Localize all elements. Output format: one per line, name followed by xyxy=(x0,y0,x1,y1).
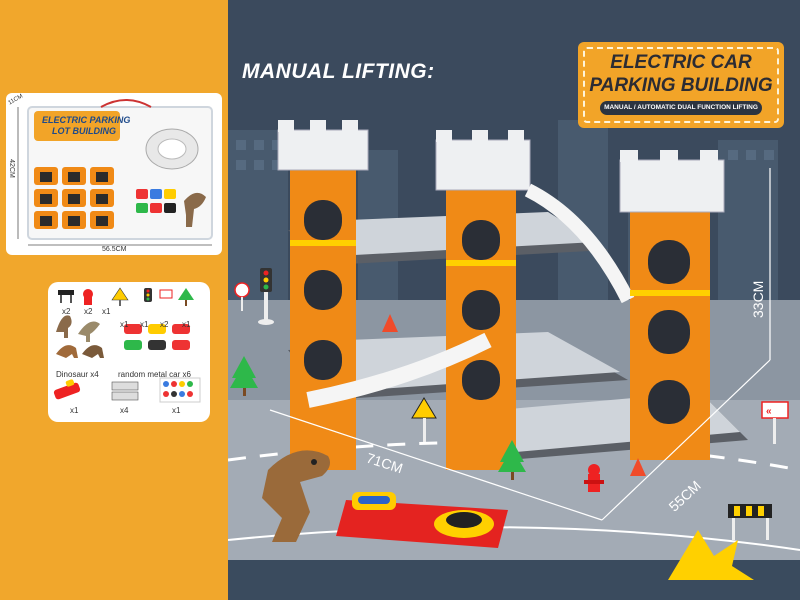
tree-icon xyxy=(178,288,194,300)
dinosaur-label: Dinosaur x4 xyxy=(56,370,99,379)
headline: MANUAL LIFTING: xyxy=(242,60,435,83)
warning-sign-icon xyxy=(111,287,129,301)
arrow-sign-icon xyxy=(159,289,173,299)
product-box-card: ELECTRIC PARKING LOT BUILDING 56.5CM 42C… xyxy=(6,93,222,255)
count-hydrant: x2 xyxy=(84,307,93,316)
product-box-illustration xyxy=(17,99,213,246)
width-dimension-line xyxy=(269,409,603,521)
accessories-illustration xyxy=(53,287,201,403)
stickers-count: x1 xyxy=(172,406,181,415)
count-barrier: x2 xyxy=(62,307,71,316)
hydrant-icon xyxy=(83,289,93,299)
upper-ramp xyxy=(524,183,635,304)
box-parking-stacks xyxy=(34,167,114,229)
round-sign-prop xyxy=(234,282,250,311)
box-title-line2: LOT BUILDING xyxy=(52,126,116,136)
road-cards xyxy=(111,381,139,401)
tree-prop-left xyxy=(230,356,258,396)
title-line1: ELECTRIC CAR xyxy=(610,52,752,73)
cone-prop-2 xyxy=(630,458,646,476)
dinosaur-figures xyxy=(56,315,104,358)
count-traffic-light: x1 xyxy=(140,320,149,329)
count-warning-sign: x1 xyxy=(120,320,129,329)
parking-building xyxy=(277,120,748,470)
tower-right xyxy=(619,150,725,460)
depth-dimension-line xyxy=(601,359,771,521)
box-handle xyxy=(100,99,152,108)
car-launcher-prop xyxy=(336,492,508,548)
accessories-card: x2 x2 x1 x1 x1 x2 x1 Dinosaur x4 random … xyxy=(48,282,210,422)
left-panel: ELECTRIC PARKING LOT BUILDING 56.5CM 42C… xyxy=(0,0,228,600)
metal-cars xyxy=(124,324,190,350)
title-badge: ELECTRIC CAR PARKING BUILDING MANUAL / A… xyxy=(578,42,784,128)
launcher-count: x1 xyxy=(70,406,79,415)
hydrant-prop xyxy=(584,464,604,492)
box-cars xyxy=(136,189,176,213)
traffic-light-prop xyxy=(258,268,274,325)
box-dim-height: 42CM xyxy=(7,159,15,178)
title-subtitle: MANUAL / AUTOMATIC DUAL FUNCTION LIFTING xyxy=(600,101,762,115)
hazard-stripes xyxy=(290,240,710,296)
svg-text:«: « xyxy=(766,406,772,417)
dinosaur-prop xyxy=(262,450,330,542)
title-badge-border xyxy=(583,47,779,123)
count-cone: x1 xyxy=(102,307,111,316)
dimension-lines xyxy=(269,168,771,521)
cards-count: x4 xyxy=(120,406,129,415)
tower-middle xyxy=(435,130,531,470)
scene-accessories: « xyxy=(230,168,789,580)
car-label: random metal car x6 xyxy=(118,370,191,379)
impact-burst xyxy=(668,530,754,580)
title-line2: PARKING BUILDING xyxy=(589,75,773,96)
barrier-icon xyxy=(58,290,74,295)
box-dinosaur xyxy=(184,192,206,227)
box-title-banner xyxy=(34,111,120,141)
launcher-icon xyxy=(53,382,81,400)
tree-prop-middle xyxy=(498,440,526,480)
box-dim-width: 56.5CM xyxy=(102,246,127,253)
height-dimension-label: 33CM xyxy=(750,280,766,318)
arrow-sign-prop: « xyxy=(761,401,789,444)
count-tree: x1 xyxy=(182,320,191,329)
warning-sign-prop xyxy=(411,397,437,442)
lower-ramp xyxy=(306,332,492,408)
count-arrow-sign: x2 xyxy=(160,320,169,329)
cone-prop xyxy=(382,314,398,332)
box-title-line1: ELECTRIC PARKING xyxy=(42,115,131,125)
barrier-prop xyxy=(728,504,772,540)
sticker-sheet xyxy=(159,377,201,403)
